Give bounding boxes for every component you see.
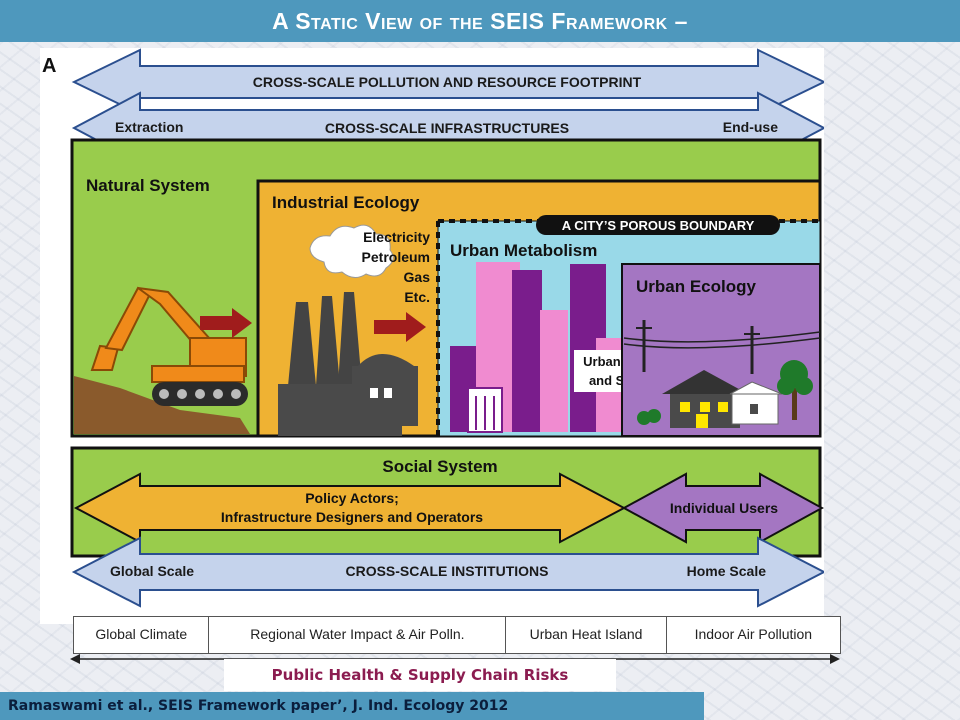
- infra-arrow-center-label: CROSS-SCALE INFRASTRUCTURES: [325, 120, 569, 136]
- impact-cell-global-climate: Global Climate: [74, 617, 210, 653]
- footprint-arrow-label: CROSS-SCALE POLLUTION AND RESOURCE FOOTP…: [253, 74, 642, 90]
- individual-users-arrow: [621, 472, 825, 544]
- impact-cell-regional: Regional Water Impact & Air Polln.: [209, 617, 507, 653]
- industrial-ecology-label: Industrial Ecology: [272, 193, 420, 212]
- tree-icon: [777, 360, 813, 420]
- factory-icon: [278, 292, 418, 436]
- seis-diagram-panel: A CROSS-SCALE POLLUTION AND RESOURCE FOO…: [40, 48, 827, 624]
- energy-label-etc: Etc.: [404, 289, 430, 305]
- policy-actors-label-line1: Policy Actors;: [305, 490, 399, 506]
- natural-system-label: Natural System: [86, 176, 210, 195]
- infra-arrow-right-label: End-use: [723, 119, 778, 135]
- urban-ecology-label: Urban Ecology: [636, 277, 757, 296]
- institutions-arrow-right-label: Home Scale: [687, 563, 767, 579]
- institutions-arrow-center-label: CROSS-SCALE INSTITUTIONS: [345, 563, 548, 579]
- city-boundary-label: A CITY’S POROUS BOUNDARY: [562, 218, 755, 233]
- flow-arrow-to-city: [374, 312, 426, 342]
- individual-users-label: Individual Users: [670, 500, 778, 516]
- power-lines-icon: [623, 320, 821, 374]
- energy-label-petroleum: Petroleum: [362, 249, 430, 265]
- citation: Ramaswami et al., SEIS Framework paper’,…: [0, 692, 704, 720]
- smoke-cloud-icon: [309, 224, 394, 278]
- infra-arrow-left-label: Extraction: [115, 119, 183, 135]
- slide-title: A Static View of the SEIS Framework –: [0, 0, 960, 42]
- impact-cell-indoor-air: Indoor Air Pollution: [694, 626, 813, 642]
- social-system-label: Social System: [382, 457, 497, 476]
- institutions-arrow-left-label: Global Scale: [110, 563, 194, 579]
- excavator-icon: [90, 286, 248, 406]
- city-boundary-banner: [536, 215, 780, 235]
- energy-label-gas: Gas: [404, 269, 431, 285]
- policy-actors-label-line2: Infrastructure Designers and Operators: [221, 509, 483, 525]
- panel-label: A: [42, 55, 56, 77]
- impact-cell-urban-heat: Urban Heat Island: [506, 617, 667, 653]
- house-icon: [662, 370, 783, 428]
- public-health-risk-label: Public Health & Supply Chain Risks: [224, 659, 616, 691]
- bush-icon: [637, 409, 661, 425]
- urban-metabolism-label: Urban Metabolism: [450, 241, 597, 260]
- energy-label-electricity: Electricity: [363, 229, 430, 245]
- flow-arrow-to-industry: [200, 308, 252, 338]
- impacts-table: Global Climate Regional Water Impact & A…: [73, 616, 841, 654]
